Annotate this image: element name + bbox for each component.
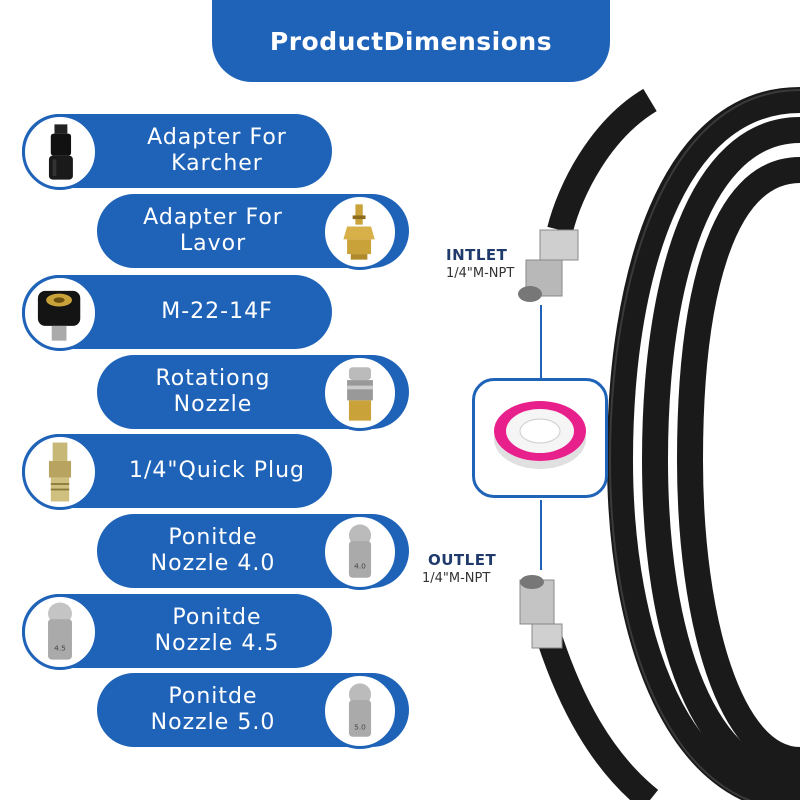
inlet-title: INTLET <box>446 246 508 264</box>
rotating-nozzle-icon <box>322 355 398 431</box>
item-label: Adapter For Karcher <box>147 125 287 176</box>
outlet-title: OUTLET <box>428 551 497 569</box>
nozzle-mark: 4.0 <box>354 562 366 571</box>
nozzle-45-icon: 4.5 <box>22 594 98 670</box>
item-label: Ponitde Nozzle 4.5 <box>154 605 280 656</box>
page-title: ProductDimensions <box>269 26 553 56</box>
nozzle-4-icon: 4.0 <box>322 514 398 590</box>
outlet-spec: 1/4"M-NPT <box>422 571 491 586</box>
item-label: Ponitde Nozzle 4.0 <box>150 525 276 576</box>
m22-coupler-icon <box>22 275 98 351</box>
item-label: Adapter For Lavor <box>143 205 283 256</box>
black-adapter-icon <box>22 114 98 190</box>
item-label: M-22-14F <box>161 299 273 324</box>
teflon-tape-icon <box>494 401 586 469</box>
brass-adapter-icon <box>322 194 398 270</box>
nozzle-mark: 4.5 <box>54 643 66 652</box>
hose-coil-illustration <box>518 87 800 800</box>
item-label: Rotationg Nozzle <box>155 366 271 417</box>
quick-plug-icon <box>22 434 98 510</box>
nozzle-5-icon: 5.0 <box>322 673 398 749</box>
teflon-tape-box <box>472 378 608 498</box>
nozzle-mark: 5.0 <box>354 722 366 731</box>
item-label: Ponitde Nozzle 5.0 <box>150 684 276 735</box>
inlet-spec: 1/4"M-NPT <box>446 266 515 281</box>
item-label: 1/4"Quick Plug <box>128 458 305 483</box>
header-banner: ProductDimensions <box>212 0 610 82</box>
